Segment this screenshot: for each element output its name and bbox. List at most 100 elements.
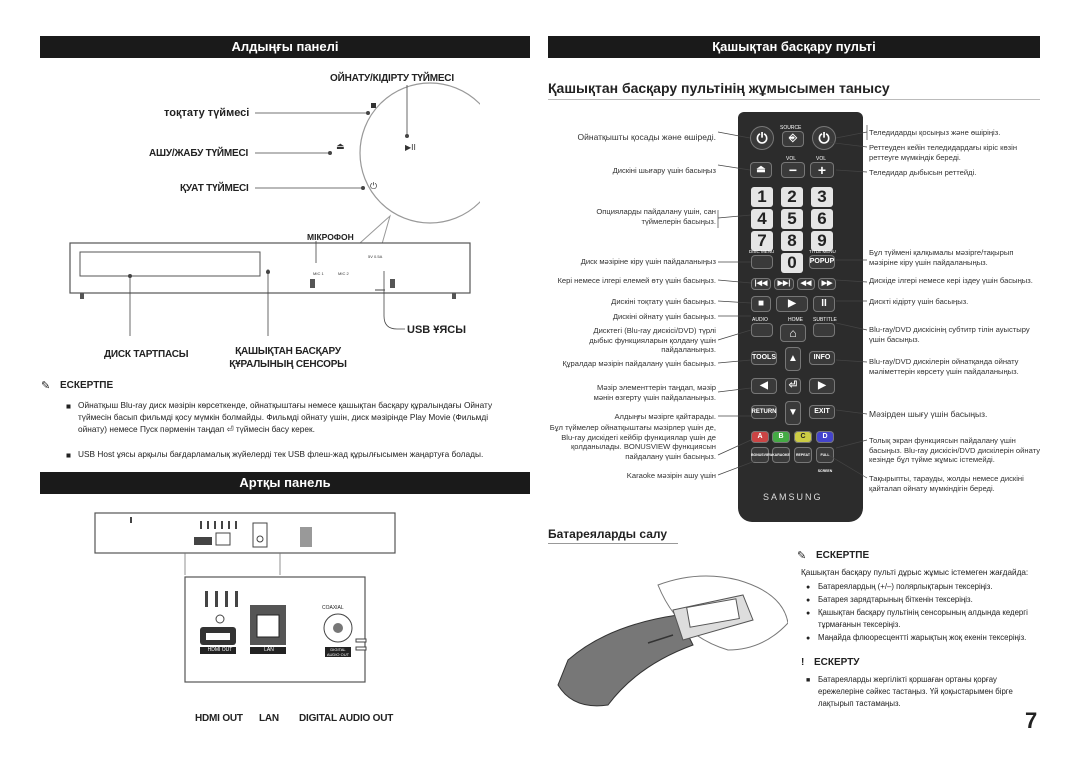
label-open-close: АШУ/ЖАБУ ТҮЙМЕСІ	[149, 148, 249, 159]
digit-0-button[interactable]: 0	[781, 253, 803, 273]
rear-mark-coaxial: COAXIAL	[322, 605, 344, 611]
remote-right-label-1: Теледидарды қосыңыз және өшіріңіз.	[869, 128, 1001, 137]
svg-text:⏏: ⏏	[336, 142, 345, 152]
remote-right-label-3: Теледидар дыбысын реттейді.	[869, 168, 977, 177]
battery-illustration	[557, 575, 788, 707]
mic1-mark: MIC 1	[313, 271, 324, 276]
digit-9-button[interactable]: 9	[811, 231, 833, 251]
front-panel-banner: Алдыңғы панелі	[40, 36, 530, 58]
a-button[interactable]: A	[751, 431, 769, 443]
digit-3-button[interactable]: 3	[811, 187, 833, 207]
vol-up-button[interactable]: +	[810, 162, 834, 178]
battery-note-title: ЕСКЕРТПЕ	[816, 550, 870, 561]
note-item-1: Ойнатқыш Blu-ray диск мәзірін көрсеткенд…	[78, 400, 493, 434]
fast-forward-button[interactable]: ▶▶	[818, 278, 836, 290]
remote-left-label-13: Karaoke мәзірін ашу үшін	[626, 471, 716, 480]
repeat-button[interactable]: REPEAT	[794, 447, 812, 463]
remote-right-leaders	[830, 125, 868, 479]
eject-button[interactable]: ⏏	[750, 162, 772, 178]
tv-power-button[interactable]: ⏻	[812, 126, 836, 150]
front-panel-illustration: ⏏ ▶II ⏻	[69, 82, 480, 336]
remote-left-label-7: Дискіні ойнату үшін басыңыз.	[612, 312, 716, 321]
source-button[interactable]: ⎆	[782, 131, 804, 147]
audio-button[interactable]	[751, 323, 773, 337]
rear-label-digital: DIGITAL AUDIO OUT	[299, 713, 394, 724]
remote-left-label-1: Ойнатқышты қосады және өшіреді.	[577, 132, 716, 142]
battery-note-item-4: Маңайда флюоресценттi жарықтың жоқ екені…	[818, 633, 1027, 642]
info-button[interactable]: INFO	[809, 351, 835, 365]
remote-left-label-10: Мәзір элементтерін таңдап, мәзір мәнін ө…	[593, 383, 716, 402]
note-item-2: USB Host ұясы арқылы бағдарламалық жүйел…	[78, 449, 484, 459]
vol-down-button[interactable]: −	[781, 162, 805, 178]
remote-left-leaders	[717, 131, 756, 476]
note-title: ЕСКЕРТПЕ	[60, 380, 114, 391]
home-button[interactable]: ⌂	[780, 324, 806, 342]
note-icon: ✎	[41, 380, 51, 392]
caution-bullet: ■	[806, 677, 811, 684]
right-button[interactable]: ▶	[809, 378, 835, 394]
digit-1-button[interactable]: 1	[751, 187, 773, 207]
remote-left-label-5: Кері немесе ілгері елемей өту үшін басың…	[557, 276, 716, 285]
battery-heading: Батареяларды салу	[548, 527, 668, 541]
heading-rule	[548, 99, 1040, 100]
label-play-pause: ОЙНАТУ/КІДІРТУ ТҮЙМЕСІ	[330, 73, 454, 84]
remote-right-label-6: Дискті кідірту үшін басыңыз.	[869, 297, 969, 306]
digit-5-button[interactable]: 5	[781, 209, 803, 229]
label-remote-sensor: ҚАШЫҚТАН БАСҚАРУ ҚҰРАЛЫНЫҢ СЕНСОРЫ	[229, 346, 347, 370]
down-button[interactable]: ▼	[785, 401, 801, 425]
digit-2-button[interactable]: 2	[781, 187, 803, 207]
up-button[interactable]: ▲	[785, 347, 801, 371]
full-screen-button[interactable]: FULL SCREEN	[816, 447, 834, 473]
caution-text: Батареяларды жергілікті қоршаған ортаны …	[818, 675, 1013, 708]
rewind-button[interactable]: ◀◀	[797, 278, 815, 290]
exit-button[interactable]: EXIT	[809, 405, 835, 419]
note-bullet-2: ■	[66, 450, 72, 460]
label-usb: USB ҰЯСЫ	[407, 324, 467, 336]
d-button[interactable]: D	[816, 431, 834, 443]
home-label: HOME	[788, 317, 803, 323]
battery-heading-rule	[548, 543, 678, 544]
samsung-logo: SAMSUNG	[763, 492, 823, 502]
left-button[interactable]: ◀	[751, 378, 777, 394]
tools-button[interactable]: TOOLS	[751, 351, 777, 365]
disc-menu-button[interactable]	[751, 255, 773, 269]
pause-button[interactable]: II	[813, 296, 835, 312]
subtitle-button[interactable]	[813, 323, 835, 337]
svg-text:⏻: ⏻	[370, 181, 377, 192]
remote-right-label-8: Blu-ray/DVD дискілерін ойнатқанда ойнату…	[869, 357, 1019, 376]
play-button[interactable]: ▶	[776, 296, 808, 312]
note-bullet-1: ■	[66, 401, 72, 411]
remote-left-label-8: Дисктегі (Blu-ray дискісі/DVD) түрлі дыб…	[589, 326, 716, 354]
karaoke-button[interactable]: KARAOKE	[772, 447, 790, 463]
caution-title: ЕСКЕРТУ	[814, 657, 860, 668]
vol-label-1: VOL	[786, 156, 797, 162]
return-button[interactable]: RETURN	[751, 405, 777, 419]
remote-right-label-9: Мәзірден шығу үшін басыңыз.	[869, 409, 988, 419]
remote-left-label-6: Дискіні тоқтату үшін басыңыз.	[611, 297, 716, 306]
digit-6-button[interactable]: 6	[811, 209, 833, 229]
battery-note-item-1: Батареялардың (+/–) полярлықтарын тексер…	[818, 582, 993, 591]
skip-forward-button[interactable]: ▶▶|	[774, 278, 794, 290]
popup-button[interactable]: POPUP	[809, 255, 835, 269]
skip-back-button[interactable]: |◀◀	[751, 278, 771, 290]
remote-left-label-3: Опцияларды пайдалану үшін, сан түймелері…	[596, 207, 716, 226]
rear-panel-illustration	[94, 512, 396, 683]
digit-7-button[interactable]: 7	[751, 231, 773, 251]
player-power-button[interactable]: ⏻	[750, 126, 774, 150]
remote-right-label-7: Blu-ray/DVD дискісінің субтитр тілін ауы…	[869, 325, 1030, 344]
remote-left-label-11: Алдыңғы мәзірге қайтарады.	[614, 412, 716, 421]
digit-8-button[interactable]: 8	[781, 231, 803, 251]
disc-menu-label: DISC MENU	[749, 249, 775, 254]
rear-panel-banner: Артқы панель	[40, 472, 530, 494]
rear-mark-lan: LAN	[264, 647, 274, 653]
rear-mark-hdmi: HDMI OUT	[207, 647, 233, 653]
remote-left-label-12: Бұл түймелер ойнатқыштағы мәзірлер үшін …	[549, 423, 716, 461]
c-button[interactable]: C	[794, 431, 812, 443]
digit-4-button[interactable]: 4	[751, 209, 773, 229]
enter-button[interactable]: ⏎	[785, 378, 801, 394]
remote-left-label-2: Дискіні шығару үшін басыңыз	[612, 166, 716, 175]
bonusview-button[interactable]: BONUSVIEW	[751, 447, 773, 463]
b-button[interactable]: B	[772, 431, 790, 443]
battery-note-bullet-1: ●	[806, 584, 811, 591]
stop-button[interactable]: ■	[751, 296, 771, 312]
